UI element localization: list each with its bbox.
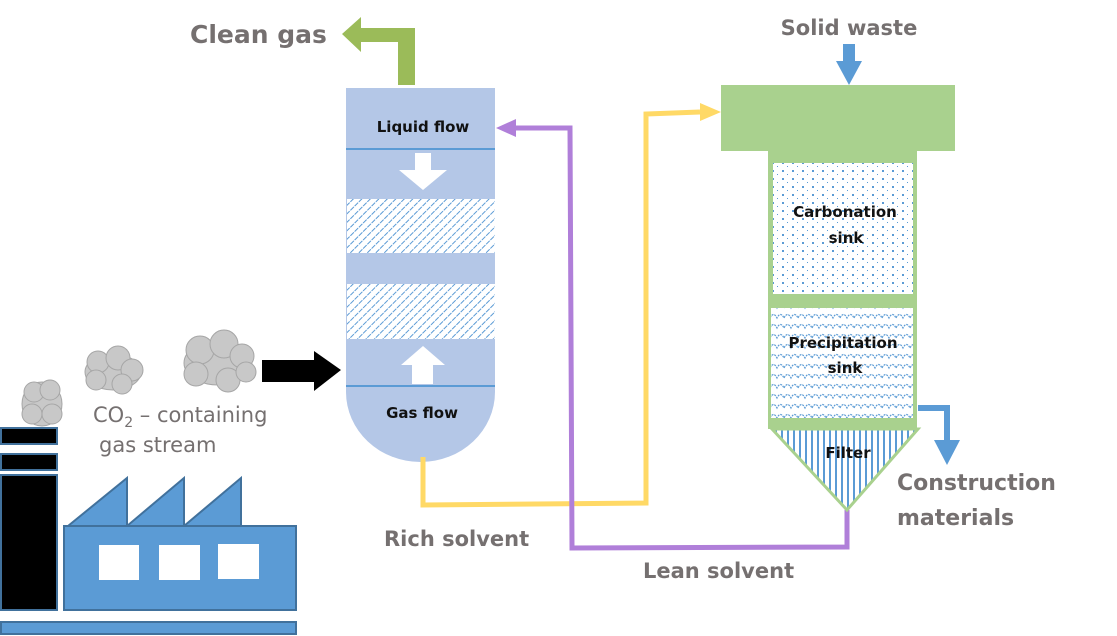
column-body xyxy=(346,88,495,462)
factory-window xyxy=(159,545,200,580)
packing-bed-upper xyxy=(347,199,495,253)
lean-solvent-label: Lean solvent xyxy=(643,559,794,583)
packing-bed-lower xyxy=(347,284,495,339)
lean-solvent-arrowhead-icon xyxy=(496,119,516,137)
factory-ground xyxy=(0,621,297,635)
gas-up-arrow-icon xyxy=(401,346,445,384)
rich-solvent-line xyxy=(420,109,701,508)
liquid-down-arrow-icon xyxy=(399,153,447,190)
reactor-hopper xyxy=(721,85,955,151)
smoke-cloud-small xyxy=(21,379,63,427)
factory-window xyxy=(218,544,259,579)
chimney-cap-top xyxy=(0,427,58,445)
filter-label: Filter xyxy=(825,444,871,462)
carbonation-sink-label: Carbonation xyxy=(793,203,897,221)
clean-gas-label: Clean gas xyxy=(190,20,327,49)
construction-output-arrow-icon xyxy=(918,405,960,465)
gas-stream-label: gas stream xyxy=(99,433,216,457)
gas-flow-label: Gas flow xyxy=(386,404,458,422)
precipitation-sink xyxy=(771,308,913,418)
liquid-flow-label: Liquid flow xyxy=(377,118,470,136)
smoke-cloud-large xyxy=(183,329,257,393)
co2-stream-label: CO2 – containing xyxy=(93,403,267,431)
rich-solvent-arrowhead-icon xyxy=(700,103,721,121)
factory xyxy=(0,329,297,635)
rich-solvent-label: Rich solvent xyxy=(384,527,529,551)
construction-materials-label-line2: materials xyxy=(897,506,1014,531)
construction-materials-label: Construction xyxy=(897,471,1056,496)
chimney-cap-middle xyxy=(0,453,58,471)
solid-waste-label: Solid waste xyxy=(781,16,918,40)
precipitation-sink-label-line2: sink xyxy=(828,359,864,377)
chimney xyxy=(0,474,58,611)
carbonation-sink-label-line2: sink xyxy=(829,229,865,247)
factory-window xyxy=(99,545,139,580)
clean-gas-arrow-icon xyxy=(342,17,415,85)
gas-inlet-arrow-icon xyxy=(262,351,341,391)
filter xyxy=(768,427,922,513)
precipitation-sink-label: Precipitation xyxy=(788,334,897,352)
reactor: Carbonation sink Precipitation sink Filt… xyxy=(721,85,955,513)
solid-waste-arrow-icon xyxy=(836,44,862,85)
carbonation-sink xyxy=(773,163,913,294)
lean-solvent-line xyxy=(516,125,850,551)
smoke-cloud-medium xyxy=(84,345,144,395)
factory-roof xyxy=(65,475,242,529)
absorber-column: Liquid flow Gas flow xyxy=(346,88,495,462)
